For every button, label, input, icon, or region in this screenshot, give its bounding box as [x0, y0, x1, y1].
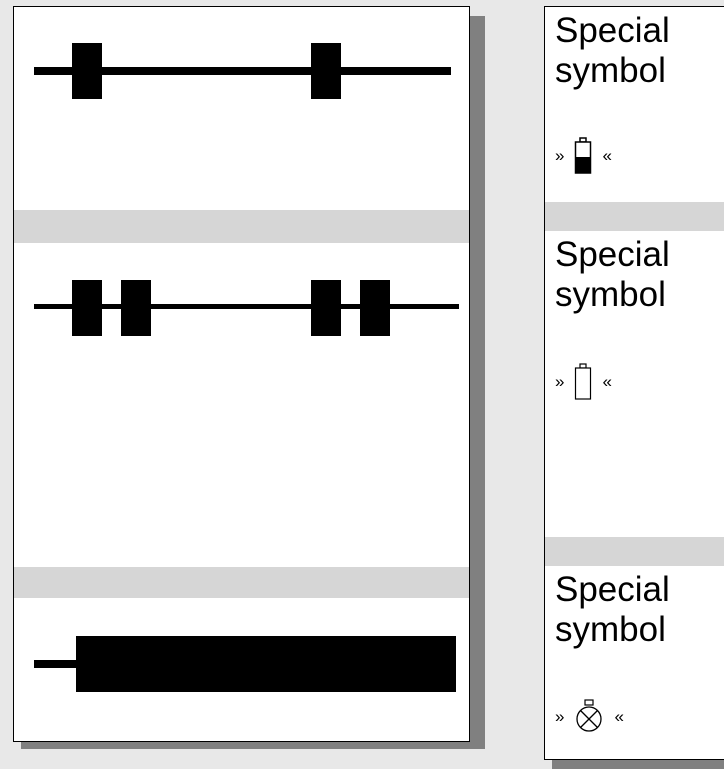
close-quote: « [602, 372, 612, 391]
open-quote: » [555, 707, 565, 726]
special-symbol-label: Special symbol [555, 570, 670, 649]
line-wire [34, 67, 451, 75]
special-symbol-label: Special symbol [555, 11, 670, 90]
line-block [72, 280, 102, 336]
line-block [121, 280, 151, 336]
open-quote: » [555, 372, 565, 391]
special-symbol-cell-1[interactable]: Special symbol » « [545, 7, 724, 202]
special-symbol-preview: » « [555, 137, 612, 175]
line-block [311, 280, 341, 336]
battery-empty-icon [574, 363, 592, 401]
line-symbols-panel [13, 6, 470, 742]
cell-separator [545, 202, 724, 231]
line-block [311, 43, 341, 99]
close-quote: « [614, 707, 624, 726]
row-separator [14, 567, 469, 598]
line-block [76, 636, 456, 692]
special-symbol-cell-2[interactable]: Special symbol » « [545, 231, 724, 537]
line-wire [34, 304, 459, 309]
open-quote: » [555, 146, 565, 165]
special-symbol-preview: » « [555, 699, 624, 735]
special-symbols-panel: Special symbol » « Special symbol » [544, 6, 724, 760]
line-block [360, 280, 390, 336]
line-wire [34, 660, 79, 668]
row-separator [14, 210, 469, 243]
cell-separator [545, 537, 724, 566]
line-block [72, 43, 102, 99]
special-symbol-cell-3[interactable]: Special symbol » « [545, 566, 724, 759]
lamp-cross-icon [574, 699, 604, 735]
special-symbol-label: Special symbol [555, 235, 670, 314]
close-quote: « [602, 146, 612, 165]
battery-half-full-icon [574, 137, 592, 175]
special-symbol-preview: » « [555, 363, 612, 401]
